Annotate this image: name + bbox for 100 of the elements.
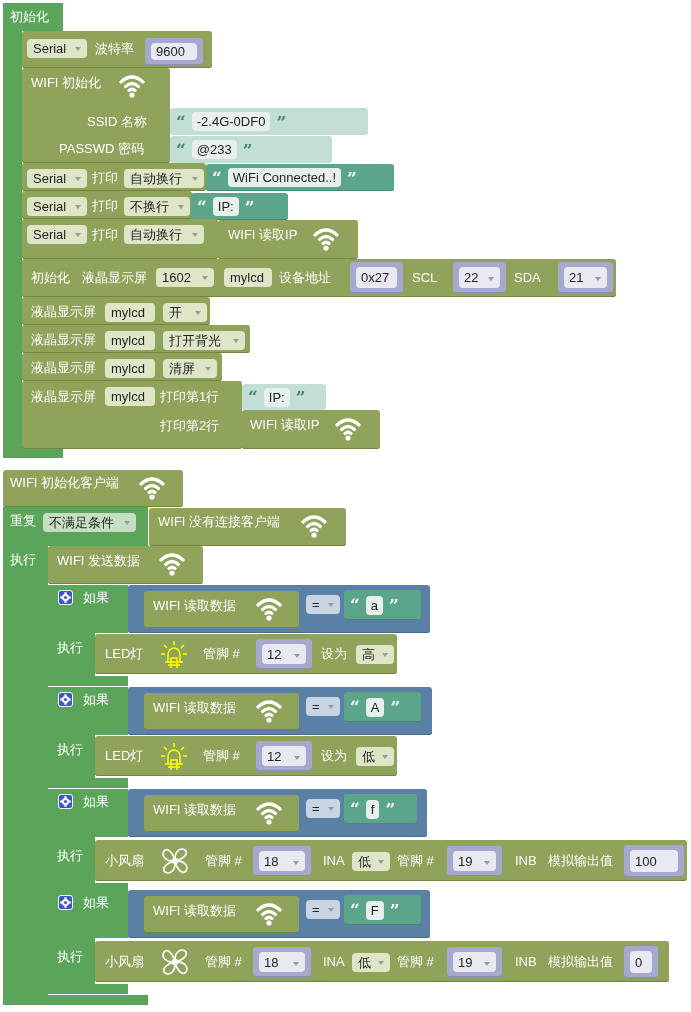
block-label: 打印第1行 xyxy=(160,388,220,406)
block-label: INB xyxy=(515,953,537,971)
name-field: mylcd xyxy=(105,359,155,378)
block-label: 液晶显示屏 xyxy=(31,388,96,406)
block-label: 设备地址 xyxy=(279,269,331,287)
text-block xyxy=(344,692,421,722)
number-dropdown: 21 xyxy=(564,267,607,288)
block-label: LED灯 xyxy=(105,747,144,765)
quote-mark: “ xyxy=(350,598,360,612)
quote-mark: ” xyxy=(389,598,399,612)
quote-mark: “ xyxy=(350,903,360,917)
block-label: 管脚 # xyxy=(203,747,240,765)
block-label: 执行 xyxy=(57,639,83,657)
block-label: 打印 xyxy=(92,169,118,187)
block-label: 执行 xyxy=(10,551,36,569)
text-field: @233 xyxy=(191,140,237,159)
quote-mark: “ xyxy=(350,802,360,816)
number-block xyxy=(256,741,312,771)
dropdown: 不换行 xyxy=(124,197,190,216)
block-label: 液晶显示屏 xyxy=(82,269,147,287)
block-label: 设为 xyxy=(321,747,347,765)
block-label: 如果 xyxy=(83,691,109,709)
block-label: 重复 xyxy=(10,512,36,530)
block-label: SDA xyxy=(514,269,541,287)
number-field: 0 xyxy=(630,951,652,973)
text-block xyxy=(344,590,421,620)
number-block xyxy=(253,846,311,876)
number-dropdown: 18 xyxy=(259,952,305,972)
block-label: 管脚 # xyxy=(397,953,434,971)
dropdown: 高 xyxy=(356,645,394,664)
number-dropdown: 19 xyxy=(453,851,496,871)
name-field: mylcd xyxy=(224,268,272,287)
text-block xyxy=(206,164,394,191)
dropdown: 低 xyxy=(352,953,390,972)
quote-mark: ” xyxy=(295,390,306,404)
block-label: 初始化 xyxy=(10,8,49,26)
dropdown: 打开背光 xyxy=(163,331,245,350)
number-dropdown: 12 xyxy=(262,746,306,766)
number-block xyxy=(145,38,203,65)
quote-mark: “ xyxy=(248,390,258,404)
block-label: LED灯 xyxy=(105,645,144,663)
block-label: 打印 xyxy=(92,197,118,215)
block-label: 打印第2行 xyxy=(160,417,220,435)
block-label: 小风扇 xyxy=(105,953,144,971)
number-field: 0x27 xyxy=(356,267,397,288)
dropdown: = xyxy=(306,799,340,818)
number-field: 100 xyxy=(630,850,678,872)
block-label: WIFI 读取数据 xyxy=(153,597,237,615)
number-block xyxy=(453,262,506,293)
number-field: 9600 xyxy=(151,43,197,60)
block-label: 执行 xyxy=(57,847,83,865)
number-block xyxy=(350,262,403,293)
text-block xyxy=(191,193,288,220)
name-field: mylcd xyxy=(105,387,155,406)
quote-mark: ” xyxy=(276,114,287,129)
block-label: 如果 xyxy=(83,894,109,912)
number-dropdown: 18 xyxy=(259,851,305,871)
dropdown: = xyxy=(306,900,340,919)
block-label: SCL xyxy=(412,269,438,287)
block-label: PASSWD 密码 xyxy=(59,140,144,158)
block-label: 小风扇 xyxy=(105,852,144,870)
block-label: 液晶显示屏 xyxy=(31,359,96,377)
block-label: 执行 xyxy=(57,948,83,966)
dropdown: 自动换行 xyxy=(124,225,204,244)
block-label: WIFI 读取数据 xyxy=(153,699,237,717)
block-label: 执行 xyxy=(57,741,83,759)
block-label: INA xyxy=(323,953,345,971)
dropdown: 自动换行 xyxy=(124,169,204,188)
block-label: 管脚 # xyxy=(397,852,434,870)
quote-mark: ” xyxy=(389,903,400,917)
number-dropdown: 22 xyxy=(459,267,500,288)
quote-mark: “ xyxy=(197,199,207,214)
text-block xyxy=(344,895,421,925)
text-field: IP: xyxy=(212,197,239,216)
quote-mark: ” xyxy=(385,802,396,816)
block-label: WIFI 读取数据 xyxy=(153,801,237,819)
quote-mark: “ xyxy=(212,170,222,185)
dropdown: Serial xyxy=(27,197,87,216)
block-label: 打印 xyxy=(92,226,118,244)
text-block xyxy=(242,384,326,410)
block-label: 模拟输出值 xyxy=(548,852,613,870)
dropdown: 开 xyxy=(163,303,207,322)
text-field: f xyxy=(365,799,380,819)
block-label: 波特率 xyxy=(95,40,134,58)
block-label: WIFI 读取数据 xyxy=(153,902,237,920)
number-block xyxy=(624,845,684,877)
block-label: 如果 xyxy=(83,589,109,607)
quote-mark: ” xyxy=(347,170,357,185)
number-block xyxy=(558,262,613,293)
block-label: INB xyxy=(515,852,537,870)
dropdown: 不满足条件 xyxy=(43,513,136,532)
block-label: 模拟输出值 xyxy=(548,953,613,971)
block-label: WIFI 读取IP xyxy=(250,416,320,434)
text-field: WiFi Connected..! xyxy=(227,168,342,187)
text-block xyxy=(170,108,368,135)
dropdown: 清屏 xyxy=(163,359,217,378)
dropdown: Serial xyxy=(27,169,87,188)
dropdown: 低 xyxy=(352,852,390,871)
dropdown: = xyxy=(306,595,340,614)
text-block xyxy=(170,136,332,163)
